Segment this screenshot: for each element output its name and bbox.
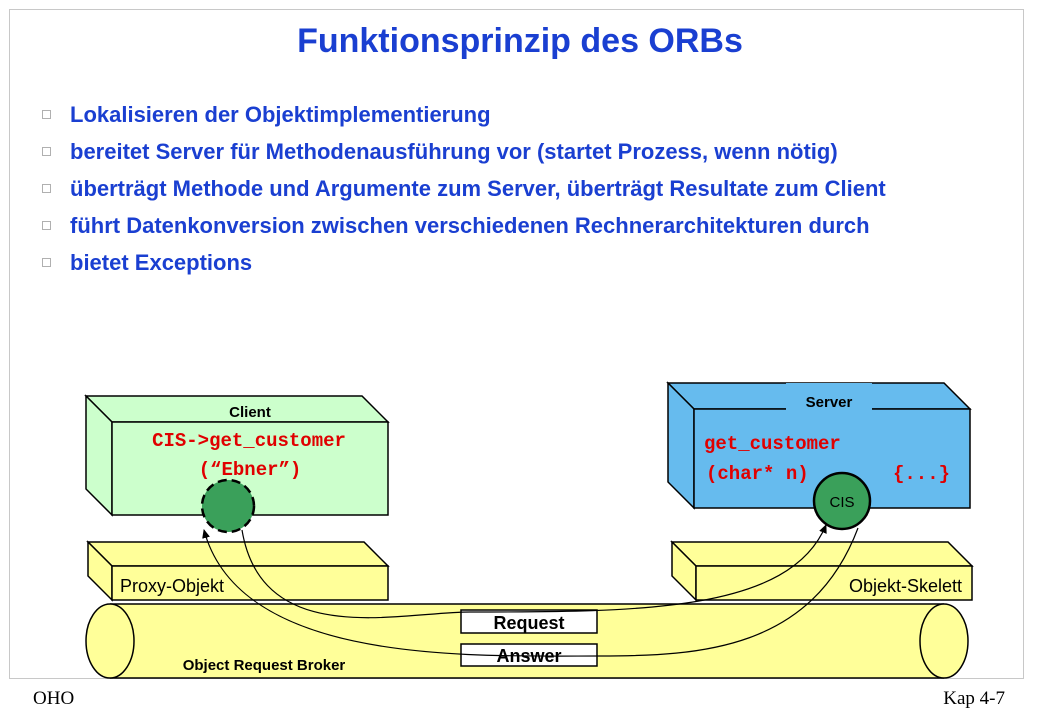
proxy-object-circle <box>200 478 256 534</box>
answer-arrow <box>202 527 859 657</box>
bullet-text: führt Datenkonversion zwischen verschied… <box>70 213 870 238</box>
bullet-item: führt Datenkonversion zwischen verschied… <box>42 211 982 240</box>
server-label: Server <box>806 394 853 411</box>
bullet-text: Lokalisieren der Objektimplementierung <box>70 102 491 127</box>
bullet-marker-icon <box>42 147 51 156</box>
server-code-body: {...} <box>893 463 950 485</box>
request-arrow <box>241 524 827 619</box>
orb-label: Object Request Broker <box>183 657 346 674</box>
server-label-tab <box>786 383 872 413</box>
bullet-marker-icon <box>42 110 51 119</box>
bullet-list: Lokalisieren der Objektimplementierung b… <box>42 100 982 285</box>
request-box <box>460 609 598 634</box>
bullet-marker-icon <box>42 184 51 193</box>
bullet-text: bereitet Server für Methodenausführung v… <box>70 139 838 164</box>
server-code-param: (char* n) <box>706 463 809 485</box>
bullet-item: überträgt Methode und Argumente zum Serv… <box>42 174 982 203</box>
cis-object-circle <box>812 471 872 531</box>
proxy-object-box <box>86 540 390 602</box>
bullet-marker-icon <box>42 221 51 230</box>
client-code-call: CIS->get_customer <box>152 430 346 452</box>
proxy-object-label: Proxy-Objekt <box>120 576 224 596</box>
client-label: Client <box>229 404 271 421</box>
bullet-text: bietet Exceptions <box>70 250 253 275</box>
bullet-item: bereitet Server für Methodenausführung v… <box>42 137 982 166</box>
object-skeleton-box <box>670 540 974 602</box>
footer-left: OHO <box>33 688 75 709</box>
bullet-item: bietet Exceptions <box>42 248 982 277</box>
answer-box <box>460 643 598 667</box>
cis-label: CIS <box>829 494 854 511</box>
request-label: Request <box>493 613 564 633</box>
footer-right: Kap 4-7 <box>943 688 1005 709</box>
bullet-item: Lokalisieren der Objektimplementierung <box>42 100 982 129</box>
object-skeleton-label: Objekt-Skelett <box>849 576 962 596</box>
client-code-argument: (“Ebner”) <box>199 459 302 481</box>
slide-title: Funktionsprinzip des ORBs <box>297 22 743 60</box>
bullet-text: überträgt Methode und Argumente zum Serv… <box>70 176 886 201</box>
server-code-method: get_customer <box>704 433 841 455</box>
bullet-marker-icon <box>42 258 51 267</box>
